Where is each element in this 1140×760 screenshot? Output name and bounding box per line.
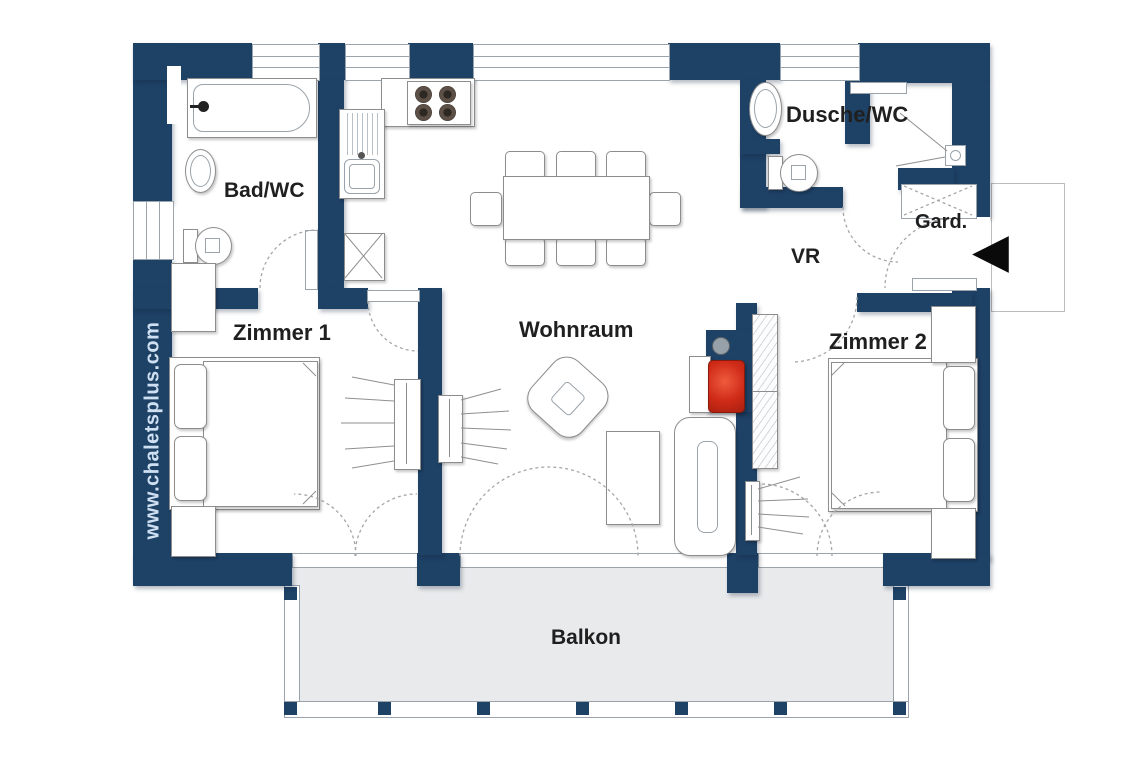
- window-top-3: [473, 44, 670, 81]
- entrance-landing-outline: [991, 183, 1065, 312]
- railing-post: [576, 702, 589, 715]
- bathtub-niche: [167, 66, 181, 124]
- railing-post: [675, 702, 688, 715]
- door-swing-arc-balcony-vr: [759, 483, 833, 557]
- wall-bottom-pillar-1: [417, 553, 460, 586]
- room-label-gard: Gard.: [915, 211, 968, 233]
- stove-burner-icon: [439, 104, 456, 121]
- wardrobe-cabinet: [752, 391, 778, 469]
- stove-burner-icon: [415, 86, 432, 103]
- room-label-vr: VR: [791, 245, 821, 268]
- railing-post: [774, 702, 787, 715]
- railing-post: [378, 702, 391, 715]
- washbasin-bad-bowl: [190, 155, 211, 187]
- door-swing-arc-balcony-z1b: [354, 493, 418, 557]
- railing-post: [284, 702, 297, 715]
- wall-toilet-stub: [740, 139, 780, 154]
- radiator: [394, 379, 421, 470]
- wall-top-right-corner: [858, 43, 990, 83]
- nightstand: [931, 508, 976, 559]
- stove-burner-icon: [415, 104, 432, 121]
- wall-dusche-bottom: [740, 187, 843, 208]
- dining-chair: [556, 237, 596, 266]
- door-swing-arc-zimmer1: [367, 300, 419, 352]
- entrance-door-leaf: [912, 278, 977, 291]
- dining-chair: [470, 192, 502, 226]
- entrance-arrow-icon: ◀: [972, 225, 1009, 278]
- coffee-table: [606, 431, 660, 525]
- railing-post: [893, 587, 906, 600]
- balcony-railing-right: [893, 585, 909, 718]
- door-swing-arc-dusche: [842, 206, 899, 263]
- bathtub-basin: [193, 84, 310, 132]
- radiator-line: [751, 485, 752, 535]
- bathtub-faucet-stem: [190, 105, 199, 108]
- kitchen-faucet-icon: [358, 152, 365, 159]
- wall-top-3: [408, 43, 473, 80]
- railing-post: [477, 702, 490, 715]
- stove-burner-icon: [439, 86, 456, 103]
- room-label-dusche-wc: Dusche/WC: [786, 102, 909, 127]
- shower-head-dot: [950, 150, 961, 161]
- radiator-line: [449, 399, 450, 457]
- wall-top-2: [318, 43, 345, 80]
- wall-left-lower: [133, 258, 172, 580]
- wall-bottom-pillar-2: [727, 553, 758, 593]
- pillow: [174, 364, 207, 429]
- railing-post: [284, 587, 297, 600]
- bathtub-faucet-icon: [198, 101, 209, 112]
- radiator: [745, 481, 760, 541]
- shower-door-leaf: [850, 82, 907, 94]
- dining-table: [503, 176, 650, 240]
- kitchen-sink-bowl-inner: [349, 164, 375, 189]
- window-top-4: [780, 44, 860, 81]
- pillow: [174, 436, 207, 501]
- pillow: [943, 438, 975, 502]
- window-left: [133, 201, 174, 260]
- wall-mid-segment: [318, 288, 368, 309]
- wall-bottom-1: [133, 553, 292, 586]
- wardrobe-cabinet: [752, 314, 778, 393]
- wall-top-4: [668, 43, 780, 80]
- radiator: [438, 395, 463, 463]
- room-label-zimmer1: Zimmer 1: [233, 320, 331, 345]
- zimmer1-door-leaf: [367, 290, 420, 302]
- toilet-bad-seat: [205, 238, 220, 253]
- pillow: [943, 366, 975, 430]
- dining-chair: [649, 192, 681, 226]
- room-label-wohnraum: Wohnraum: [519, 317, 634, 342]
- bath-door-leaf: [305, 230, 318, 290]
- window-top-2: [345, 44, 410, 81]
- door-threshold: [758, 553, 885, 568]
- bed-duvet-zimmer1: [203, 361, 318, 507]
- kitchen-cabinet-x: [344, 233, 385, 281]
- nightstand: [171, 506, 216, 557]
- kitchen-stove: [407, 81, 471, 125]
- radiator-line: [406, 383, 407, 464]
- entrance-opening: [952, 217, 990, 288]
- door-threshold: [292, 553, 419, 568]
- window-top-1: [252, 44, 320, 81]
- watermark-text: www.chaletsplus.com: [141, 321, 164, 539]
- watermark: www.chaletsplus.com: [131, 290, 175, 570]
- bed-duvet-zimmer2: [831, 362, 947, 509]
- nightstand: [171, 263, 216, 332]
- washbasin-dusche-bowl: [754, 89, 777, 128]
- room-label-balkon: Balkon: [551, 626, 622, 649]
- railing-post: [893, 702, 906, 715]
- dining-chair: [606, 237, 646, 266]
- wall-top-1: [133, 43, 252, 80]
- chimney-pipe-icon: [712, 337, 730, 355]
- room-label-zimmer2: Zimmer 2: [829, 329, 927, 354]
- toilet-dusche-seat: [791, 165, 806, 180]
- dining-chair: [505, 237, 545, 266]
- kitchen-drainboard: [343, 113, 379, 155]
- fireplace: [708, 360, 745, 413]
- sofa-seat: [697, 441, 718, 533]
- room-label-bad-wc: Bad/WC: [224, 179, 305, 202]
- balcony-railing-left: [284, 585, 300, 718]
- balcony-floor: [284, 562, 909, 718]
- nightstand: [931, 306, 976, 363]
